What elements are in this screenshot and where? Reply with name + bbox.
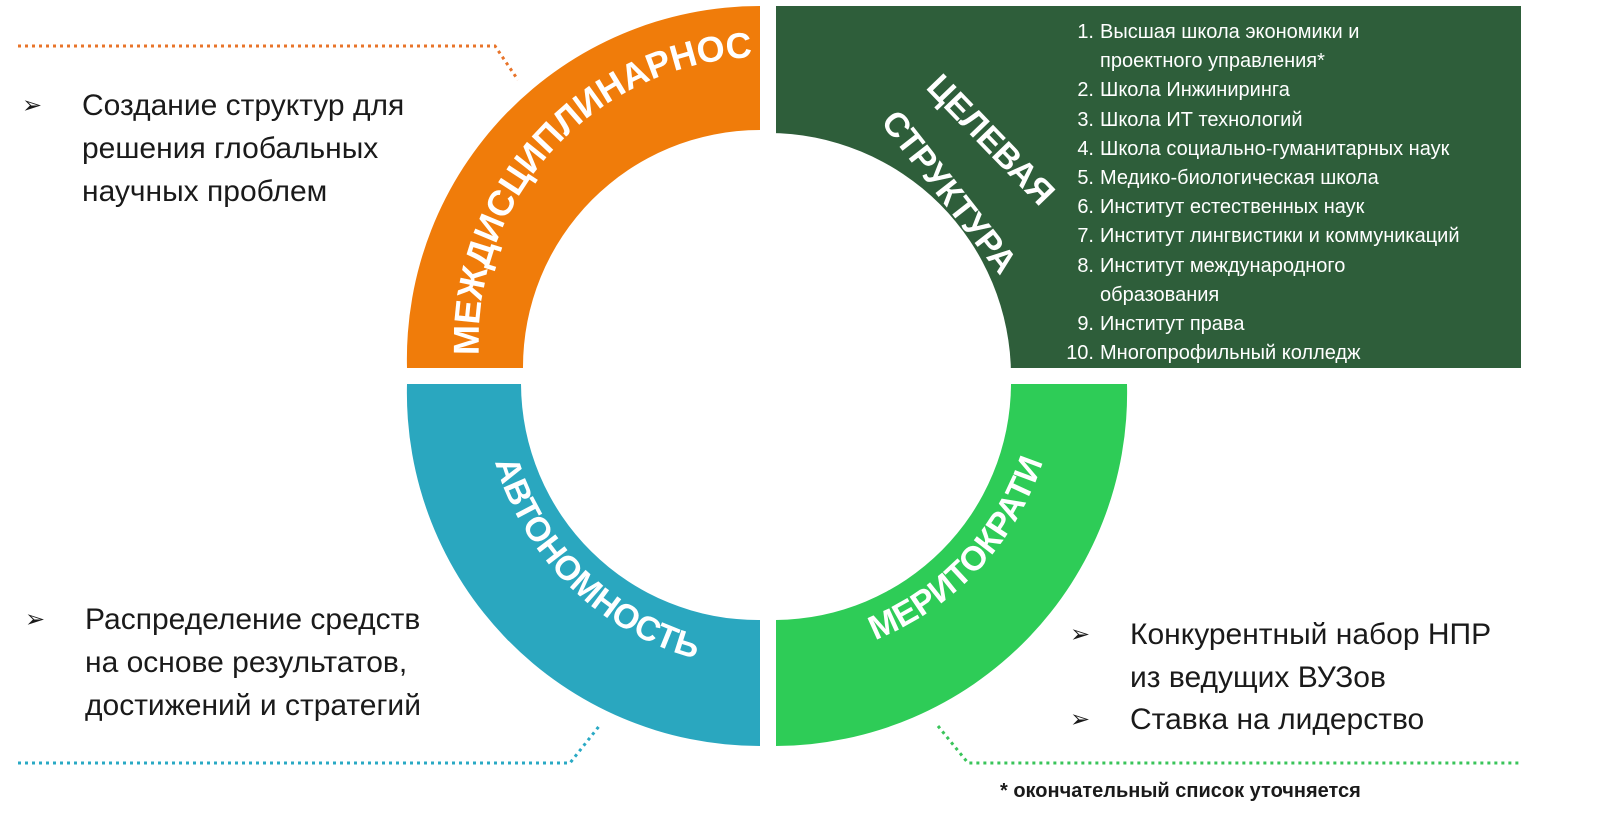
list-number: 7.: [1077, 225, 1094, 248]
list-number: 4.: [1077, 137, 1094, 160]
arrow-bullet-icon: ➢: [22, 92, 43, 119]
list-number: 9.: [1077, 313, 1094, 336]
list-number: 10.: [1066, 342, 1094, 365]
bright-green-segment: [776, 384, 1128, 746]
footnote: * окончательный список уточняется: [1000, 780, 1361, 802]
list-number: 2.: [1077, 79, 1094, 102]
bullet-text: Распределение средств на основе результа…: [85, 603, 421, 722]
list-item: 7. Институт лингвистики и коммуникаций: [1052, 222, 1460, 251]
bullet-text: Создание структур для решения глобальных…: [82, 89, 405, 208]
list-text: Школа социально-гуманитарных наук: [1100, 137, 1450, 160]
list-number: 8.: [1077, 254, 1094, 277]
list-text: Институт международного образования: [1100, 254, 1346, 306]
list-item: 2. Школа Инжиниринга: [1052, 76, 1460, 105]
list-item: 3. Школа ИТ технологий: [1052, 106, 1460, 135]
list-item: 1. Высшая школа экономики и проектного уп…: [1052, 18, 1460, 76]
bullet-text: Конкурентный набор НПР из ведущих ВУЗов: [1130, 618, 1492, 694]
list-item: 10. Многопрофильный колледж: [1052, 339, 1460, 368]
list-text: Высшая школа экономики и проектного упра…: [1100, 21, 1360, 73]
list-text: Институт лингвистики и коммуникаций: [1100, 225, 1460, 248]
list-text: Институт права: [1100, 313, 1245, 336]
list-text: Многопрофильный колледж: [1100, 342, 1361, 365]
schools-list: 1. Высшая школа экономики и проектного уп…: [1052, 18, 1460, 368]
green-gap-vertical: [760, 0, 776, 130]
bullet-bottom-right-2: ➢ Ставка на лидерство: [1070, 698, 1424, 741]
ring-gap-horizontal: [400, 368, 1012, 384]
list-item: 4. Школа социально-гуманитарных наук: [1052, 135, 1460, 164]
list-text: Медико-биологическая школа: [1100, 167, 1379, 190]
orange-segment: [406, 5, 760, 369]
teal-dotted-connector: [18, 724, 602, 765]
list-item: 5. Медико-биологическая школа: [1052, 164, 1460, 193]
arrow-bullet-icon: ➢: [1070, 621, 1091, 648]
list-text: Школа ИТ технологий: [1100, 108, 1303, 131]
list-item: 8. Институт международного образования: [1052, 252, 1460, 310]
list-text: Институт естественных наук: [1100, 196, 1365, 219]
list-number: 3.: [1077, 108, 1094, 131]
bullet-bottom-right-1: ➢ Конкурентный набор НПР из ведущих ВУЗо…: [1070, 613, 1491, 699]
list-item: 6. Институт естественных наук: [1052, 193, 1460, 222]
bullet-top-left: ➢ Создание структур для решения глобальн…: [22, 84, 404, 213]
teal-segment: [406, 384, 760, 746]
bullet-text: Ставка на лидерство: [1130, 703, 1425, 736]
green-dotted-connector: [936, 725, 1520, 765]
list-number: 5.: [1077, 167, 1094, 190]
arrow-bullet-icon: ➢: [25, 606, 46, 633]
ring-gap-vertical: [760, 120, 776, 630]
list-text: Школа Инжиниринга: [1100, 79, 1290, 102]
list-number: 6.: [1077, 196, 1094, 219]
arrow-bullet-icon: ➢: [1070, 706, 1091, 733]
list-number: 1.: [1077, 21, 1094, 43]
list-item: 9. Институт права: [1052, 310, 1460, 339]
orange-dotted-connector: [18, 44, 520, 81]
bullet-bottom-left: ➢ Распределение средств на основе резуль…: [25, 598, 421, 727]
